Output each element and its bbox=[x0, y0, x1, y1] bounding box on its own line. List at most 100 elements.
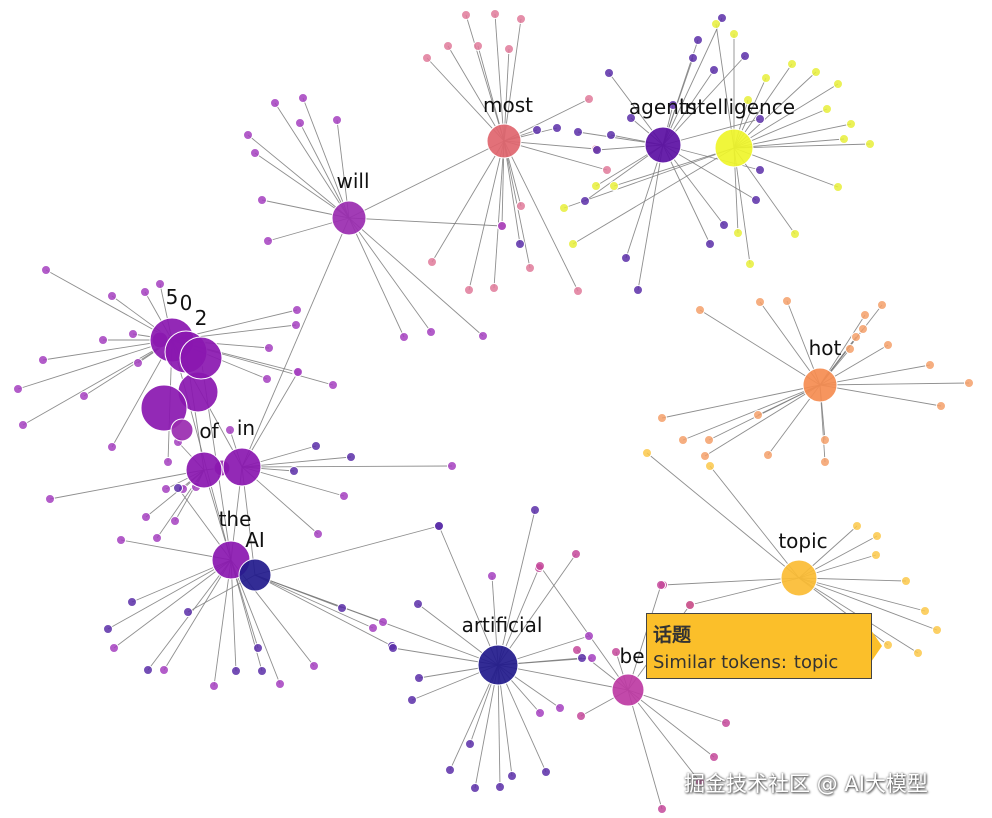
leaf-node[interactable] bbox=[695, 777, 705, 787]
leaf-node[interactable] bbox=[209, 681, 219, 691]
leaf-node[interactable] bbox=[845, 344, 855, 354]
leaf-node[interactable] bbox=[568, 239, 578, 249]
leaf-node[interactable] bbox=[811, 67, 821, 77]
leaf-node[interactable] bbox=[337, 603, 347, 613]
leaf-node[interactable] bbox=[872, 531, 882, 541]
leaf-node[interactable] bbox=[504, 44, 514, 54]
leaf-node[interactable] bbox=[925, 360, 935, 370]
leaf-node[interactable] bbox=[41, 265, 51, 275]
leaf-node[interactable] bbox=[292, 305, 302, 315]
leaf-node[interactable] bbox=[413, 599, 423, 609]
hub-node-in[interactable] bbox=[222, 447, 262, 487]
leaf-node[interactable] bbox=[606, 130, 616, 140]
leaf-node[interactable] bbox=[225, 425, 235, 435]
leaf-node[interactable] bbox=[695, 305, 705, 315]
leaf-node[interactable] bbox=[709, 65, 719, 75]
leaf-node[interactable] bbox=[592, 145, 602, 155]
leaf-node[interactable] bbox=[745, 259, 755, 269]
leaf-node[interactable] bbox=[107, 442, 117, 452]
leaf-node[interactable] bbox=[388, 643, 398, 653]
hub-node-topic[interactable] bbox=[780, 559, 818, 597]
leaf-node[interactable] bbox=[535, 708, 545, 718]
leaf-node[interactable] bbox=[18, 420, 28, 430]
hub-node-most[interactable] bbox=[486, 123, 522, 159]
leaf-node[interactable] bbox=[127, 597, 137, 607]
leaf-node[interactable] bbox=[328, 380, 338, 390]
leaf-node[interactable] bbox=[399, 332, 409, 342]
leaf-node[interactable] bbox=[368, 623, 378, 633]
hub-node-hot[interactable] bbox=[802, 367, 838, 403]
leaf-node[interactable] bbox=[787, 59, 797, 69]
leaf-node[interactable] bbox=[107, 291, 117, 301]
hub-node-artificial[interactable] bbox=[477, 644, 519, 686]
leaf-node[interactable] bbox=[298, 93, 308, 103]
leaf-node[interactable] bbox=[688, 53, 698, 63]
leaf-node[interactable] bbox=[309, 661, 319, 671]
leaf-node[interactable] bbox=[580, 196, 590, 206]
leaf-node[interactable] bbox=[761, 73, 771, 83]
leaf-node[interactable] bbox=[700, 451, 710, 461]
leaf-node[interactable] bbox=[693, 35, 703, 45]
leaf-node[interactable] bbox=[231, 666, 241, 676]
leaf-node[interactable] bbox=[705, 461, 715, 471]
leaf-node[interactable] bbox=[740, 51, 750, 61]
leaf-node[interactable] bbox=[378, 617, 388, 627]
leaf-node[interactable] bbox=[434, 521, 444, 531]
leaf-node[interactable] bbox=[609, 181, 619, 191]
leaf-node[interactable] bbox=[755, 297, 765, 307]
leaf-node[interactable] bbox=[128, 329, 138, 339]
leaf-node[interactable] bbox=[705, 239, 715, 249]
leaf-node[interactable] bbox=[140, 287, 150, 297]
leaf-node[interactable] bbox=[170, 516, 180, 526]
leaf-node[interactable] bbox=[173, 483, 183, 493]
leaf-node[interactable] bbox=[633, 285, 643, 295]
leaf-node[interactable] bbox=[584, 631, 594, 641]
leaf-node[interactable] bbox=[763, 450, 773, 460]
leaf-node[interactable] bbox=[541, 767, 551, 777]
leaf-node[interactable] bbox=[755, 114, 765, 124]
leaf-node[interactable] bbox=[820, 435, 830, 445]
leaf-node[interactable] bbox=[920, 606, 930, 616]
leaf-node[interactable] bbox=[516, 201, 526, 211]
leaf-node[interactable] bbox=[704, 435, 714, 445]
leaf-node[interactable] bbox=[559, 203, 569, 213]
leaf-node[interactable] bbox=[293, 367, 303, 377]
leaf-node[interactable] bbox=[571, 549, 581, 559]
leaf-node[interactable] bbox=[820, 457, 830, 467]
leaf-node[interactable] bbox=[626, 113, 636, 123]
leaf-node[interactable] bbox=[159, 665, 169, 675]
leaf-node[interactable] bbox=[141, 512, 151, 522]
leaf-node[interactable] bbox=[584, 94, 594, 104]
leaf-node[interactable] bbox=[678, 435, 688, 445]
leaf-node[interactable] bbox=[719, 220, 729, 230]
leaf-node[interactable] bbox=[755, 165, 765, 175]
leaf-node[interactable] bbox=[264, 343, 274, 353]
leaf-node[interactable] bbox=[851, 332, 861, 342]
leaf-node[interactable] bbox=[657, 413, 667, 423]
leaf-node[interactable] bbox=[877, 300, 887, 310]
leaf-node[interactable] bbox=[422, 53, 432, 63]
hub-node-two[interactable] bbox=[179, 336, 223, 380]
leaf-node[interactable] bbox=[657, 804, 667, 814]
leaf-node[interactable] bbox=[143, 665, 153, 675]
leaf-node[interactable] bbox=[576, 711, 586, 721]
leaf-node[interactable] bbox=[79, 391, 89, 401]
leaf-node[interactable] bbox=[155, 279, 165, 289]
hub-node-AI[interactable] bbox=[238, 558, 272, 592]
leaf-node[interactable] bbox=[656, 580, 666, 590]
leaf-node[interactable] bbox=[621, 253, 631, 263]
leaf-node[interactable] bbox=[525, 263, 535, 273]
leaf-node[interactable] bbox=[13, 384, 23, 394]
leaf-node[interactable] bbox=[257, 195, 267, 205]
leaf-node[interactable] bbox=[443, 41, 453, 51]
leaf-node[interactable] bbox=[447, 461, 457, 471]
hub-node-will[interactable] bbox=[331, 200, 367, 236]
leaf-node[interactable] bbox=[507, 771, 517, 781]
leaf-node[interactable] bbox=[339, 491, 349, 501]
leaf-node[interactable] bbox=[833, 182, 843, 192]
leaf-node[interactable] bbox=[465, 739, 475, 749]
leaf-node[interactable] bbox=[535, 561, 545, 571]
leaf-node[interactable] bbox=[262, 374, 272, 384]
leaf-node[interactable] bbox=[729, 29, 739, 39]
